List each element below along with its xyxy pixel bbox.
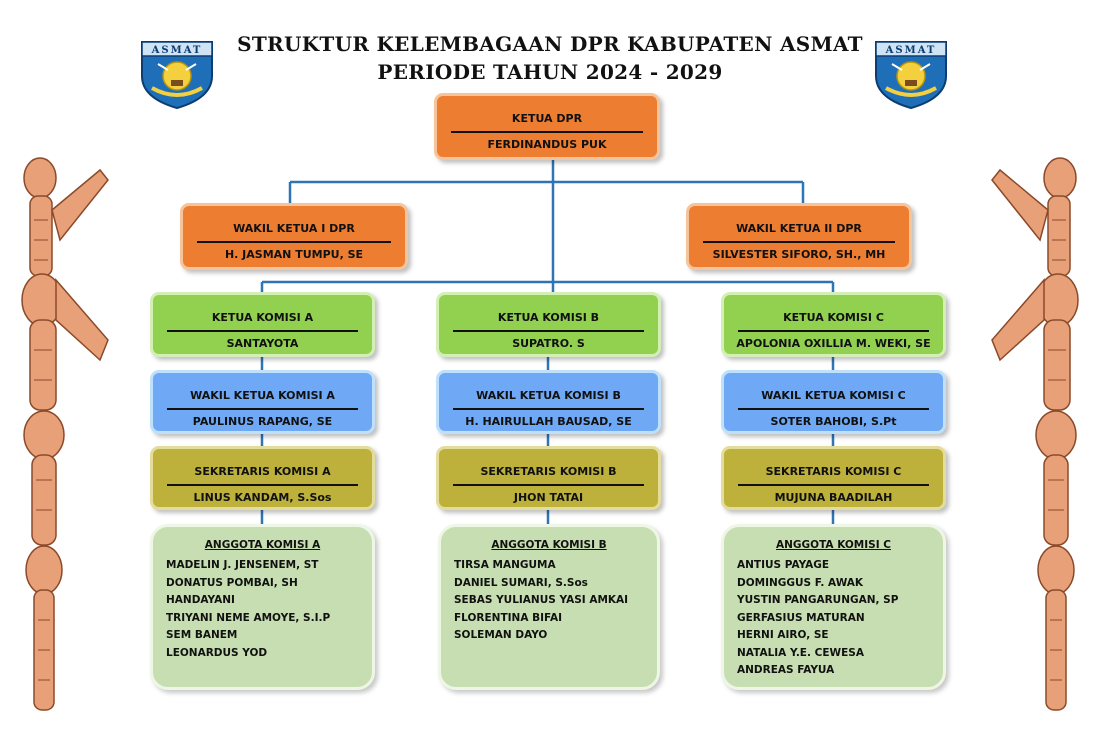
anggota-heading: ANGGOTA KOMISI B: [491, 539, 607, 551]
divider: [453, 330, 644, 332]
person-name: SILVESTER SIFORO, SH., MH: [712, 248, 886, 261]
role-label: WAKIL KETUA KOMISI B: [476, 389, 621, 402]
page-subtitle: PERIODE TAHUN 2024 - 2029: [377, 60, 723, 84]
list-item: GERFASIUS MATURAN: [737, 611, 865, 624]
divider: [738, 408, 929, 410]
wakil-ketua-komisi-a-box: WAKIL KETUA KOMISI A PAULINUS RAPANG, SE: [150, 370, 375, 434]
person-name: H. HAIRULLAH BAUSAD, SE: [465, 415, 632, 428]
person-name: JHON TATAI: [513, 491, 584, 504]
divider: [453, 408, 644, 410]
anggota-heading: ANGGOTA KOMISI A: [204, 539, 321, 551]
emblem-lettering: ASMAT: [885, 45, 937, 56]
anggota-komisi-a-box: ANGGOTA KOMISI A MADELIN J. JENSENEM, ST…: [150, 524, 375, 690]
list-item: SEBAS YULIANUS YASI AMKAI: [454, 594, 629, 606]
anggota-komisi-b-box: ANGGOTA KOMISI B TIRSA MANGUMA DANIEL SU…: [438, 524, 660, 690]
list-item: HANDAYANI: [166, 594, 235, 606]
list-item: ANDREAS FAYUA: [737, 664, 835, 676]
list-item: LEONARDUS YOD: [166, 646, 268, 659]
ketua-komisi-c-box: KETUA KOMISI C APOLONIA OXILLIA M. WEKI,…: [721, 292, 946, 357]
divider: [197, 241, 391, 243]
ketua-komisi-a-box: KETUA KOMISI A SANTAYOTA: [150, 292, 375, 357]
sekretaris-komisi-c-box: SEKRETARIS KOMISI C MUJUNA BAADILAH: [721, 446, 946, 510]
list-item: DONATUS POMBAI, SH: [166, 576, 298, 589]
emblem-lettering: ASMAT: [151, 45, 203, 56]
list-item: SEM BANEM: [166, 629, 238, 641]
asmat-carving-right: [991, 157, 1079, 711]
list-item: NATALIA Y.E. CEWESA: [737, 646, 864, 659]
person-name: H. JASMAN TUMPU, SE: [224, 248, 364, 261]
list-item: SOLEMAN DAYO: [454, 629, 548, 641]
person-name: SANTAYOTA: [226, 337, 299, 350]
wakil-ketua-komisi-c-box: WAKIL KETUA KOMISI C SOTER BAHOBI, S.Pt: [721, 370, 946, 434]
person-name: SOTER BAHOBI, S.Pt: [770, 415, 897, 428]
member-list: ANTIUS PAYAGE DOMINGGUS F. AWAK YUSTIN P…: [724, 557, 943, 680]
person-name: MUJUNA BAADILAH: [774, 491, 893, 504]
member-list: MADELIN J. JENSENEM, ST DONATUS POMBAI, …: [153, 557, 372, 662]
role-label: WAKIL KETUA II DPR: [736, 222, 862, 235]
list-item: YUSTIN PANGARUNGAN, SP: [737, 594, 899, 606]
member-list: TIRSA MANGUMA DANIEL SUMARI, S.Sos SEBAS…: [441, 557, 657, 645]
list-item: MADELIN J. JENSENEM, ST: [166, 559, 319, 571]
anggota-heading: ANGGOTA KOMISI C: [776, 539, 891, 551]
sekretaris-komisi-a-box: SEKRETARIS KOMISI A LINUS KANDAM, S.Sos: [150, 446, 375, 510]
person-name: APOLONIA OXILLIA M. WEKI, SE: [736, 337, 931, 350]
list-item: DOMINGGUS F. AWAK: [737, 576, 864, 589]
list-item: FLORENTINA BIFAI: [454, 611, 563, 624]
role-label: WAKIL KETUA KOMISI A: [190, 389, 335, 402]
role-label: WAKIL KETUA I DPR: [233, 222, 355, 235]
role-label: KETUA KOMISI B: [497, 311, 600, 324]
divider: [451, 131, 643, 133]
person-name: PAULINUS RAPANG, SE: [192, 415, 333, 428]
ketua-dpr-box: KETUA DPR FERDINANDUS PUK: [434, 93, 660, 160]
page-title: STRUKTUR KELEMBAGAAN DPR KABUPATEN ASMAT: [237, 32, 863, 56]
role-label: SEKRETARIS KOMISI A: [194, 465, 331, 478]
role-label: SEKRETARIS KOMISI B: [480, 465, 617, 478]
anggota-komisi-c-box: ANGGOTA KOMISI C ANTIUS PAYAGE DOMINGGUS…: [721, 524, 946, 690]
divider: [738, 330, 929, 332]
role-label: WAKIL KETUA KOMISI C: [761, 389, 906, 402]
divider: [453, 484, 644, 486]
divider: [167, 330, 358, 332]
ketua-komisi-b-box: KETUA KOMISI B SUPATRO. S: [436, 292, 661, 357]
asmat-emblem-left: ASMAT: [141, 41, 213, 110]
list-item: ANTIUS PAYAGE: [737, 559, 830, 571]
person-name: FERDINANDUS PUK: [487, 138, 607, 151]
role-label: KETUA DPR: [511, 112, 583, 125]
divider: [167, 484, 358, 486]
wakil-ketua-1-box: WAKIL KETUA I DPR H. JASMAN TUMPU, SE: [180, 203, 408, 270]
list-item: TRIYANI NEME AMOYE, S.I.P: [166, 611, 331, 624]
divider: [167, 408, 358, 410]
wakil-ketua-2-box: WAKIL KETUA II DPR SILVESTER SIFORO, SH.…: [686, 203, 912, 270]
role-label: SEKRETARIS KOMISI C: [765, 465, 902, 478]
list-item: TIRSA MANGUMA: [454, 559, 556, 571]
person-name: LINUS KANDAM, S.Sos: [193, 491, 332, 504]
sekretaris-komisi-b-box: SEKRETARIS KOMISI B JHON TATAI: [436, 446, 661, 510]
role-label: KETUA KOMISI C: [783, 311, 884, 324]
list-item: DANIEL SUMARI, S.Sos: [454, 576, 588, 589]
divider: [703, 241, 895, 243]
role-label: KETUA KOMISI A: [211, 311, 314, 324]
asmat-carving-left: [21, 157, 109, 711]
list-item: HERNI AIRO, SE: [737, 629, 829, 641]
person-name: SUPATRO. S: [512, 337, 585, 350]
wakil-ketua-komisi-b-box: WAKIL KETUA KOMISI B H. HAIRULLAH BAUSAD…: [436, 370, 661, 434]
divider: [738, 484, 929, 486]
asmat-emblem-right: ASMAT: [875, 41, 947, 110]
